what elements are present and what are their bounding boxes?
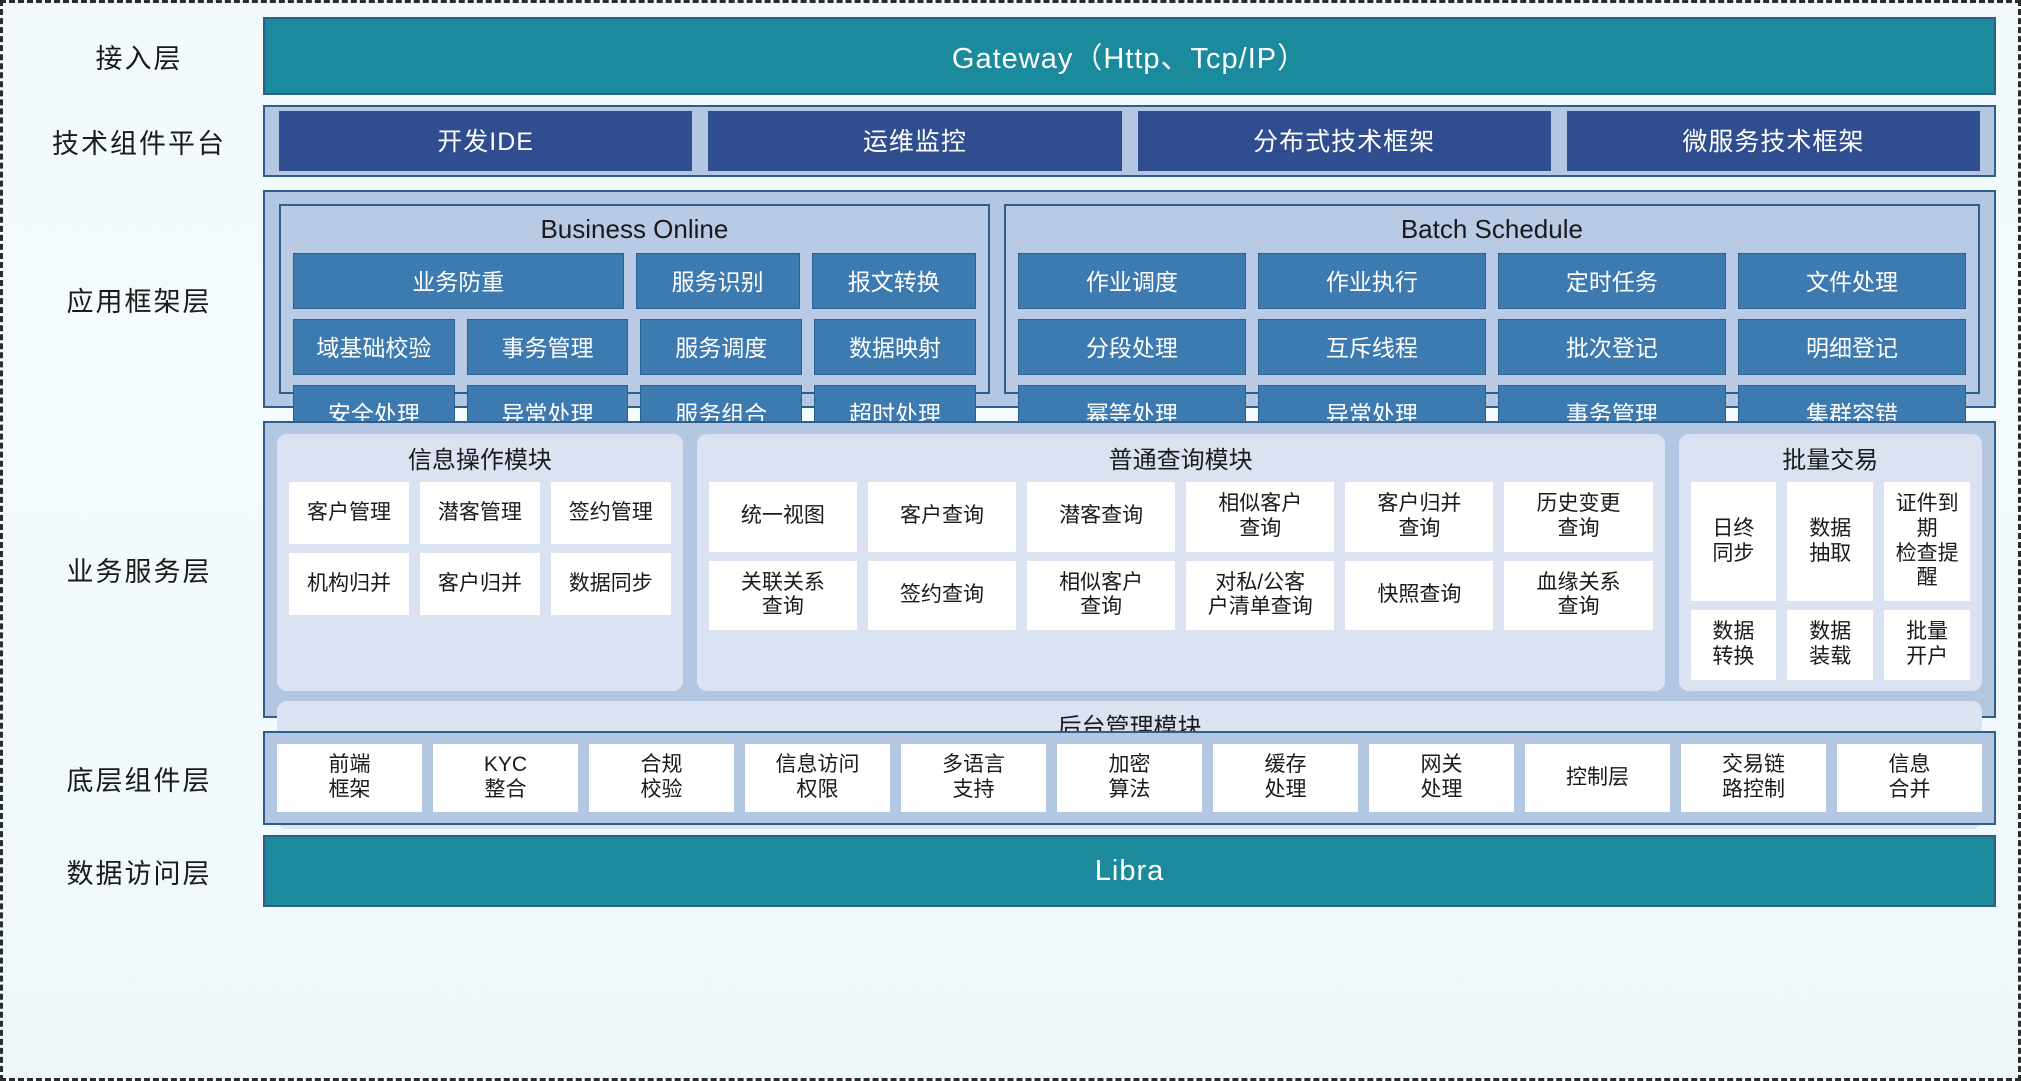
business-online-row-2: 域基础校验 事务管理 服务调度 数据映射 bbox=[293, 319, 976, 375]
cell-contract-query[interactable]: 签约查询 bbox=[867, 560, 1017, 631]
cell-control-layer[interactable]: 控制层 bbox=[1525, 744, 1670, 812]
app-framework-panel: Business Online 业务防重 服务识别 报文转换 域基础校验 事务管… bbox=[263, 190, 1996, 441]
info-row-1: 客户管理 潜客管理 签约管理 bbox=[289, 482, 671, 544]
chip-job-schedule[interactable]: 作业调度 bbox=[1017, 253, 1246, 309]
cell-batch-open-acct[interactable]: 批量 开户 bbox=[1884, 610, 1970, 680]
batch-schedule-row-2: 分段处理 互斥线程 批次登记 明细登记 bbox=[1017, 319, 1966, 375]
cell-frontend-framework[interactable]: 前端 框架 bbox=[277, 744, 422, 812]
cell-customer-query[interactable]: 客户查询 bbox=[867, 482, 1017, 552]
cell-compliance-check[interactable]: 合规 校验 bbox=[589, 744, 734, 812]
cell-data-transform[interactable]: 数据 转换 bbox=[1690, 610, 1777, 680]
cell-data-load[interactable]: 数据 装载 bbox=[1787, 610, 1874, 680]
layer-access: 接入层 Gateway（Http、Tcp/IP） bbox=[15, 17, 1996, 95]
query-row-2: 关联关系 查询 签约查询 相似客户 查询 对私/公客 户清单查询 快照查询 血缘… bbox=[708, 560, 1653, 631]
module-info-operation: 信息操作模块 客户管理 潜客管理 签约管理 机构归并 客户归并 数据同步 bbox=[277, 434, 683, 691]
layer-app-framework: 应用框架层 Business Online 业务防重 服务识别 报文转换 域基础… bbox=[15, 190, 1996, 441]
chip-detail-register[interactable]: 明细登记 bbox=[1737, 319, 1966, 375]
cell-contract-mgmt[interactable]: 签约管理 bbox=[550, 482, 671, 544]
cell-customer-mgmt[interactable]: 客户管理 bbox=[289, 482, 409, 544]
cell-similar-customer-query[interactable]: 相似客户 查询 bbox=[1186, 482, 1335, 552]
business-service-panel: 信息操作模块 客户管理 潜客管理 签约管理 机构归并 客户归并 数据同步 bbox=[263, 421, 1996, 830]
layer-label-access: 接入层 bbox=[95, 43, 183, 75]
cell-similar-customer-query-2[interactable]: 相似客户 查询 bbox=[1027, 560, 1176, 631]
module-title-info-operation: 信息操作模块 bbox=[407, 447, 552, 474]
cell-info-merge[interactable]: 信息 合并 bbox=[1837, 744, 1982, 812]
cell-unified-view[interactable]: 统一视图 bbox=[708, 482, 857, 552]
business-online-row-1: 业务防重 服务识别 报文转换 bbox=[293, 253, 976, 309]
tech-chip-ops[interactable]: 运维监控 bbox=[708, 111, 1122, 171]
info-row-2: 机构归并 客户归并 数据同步 bbox=[289, 553, 671, 615]
chip-service-identify[interactable]: 服务识别 bbox=[635, 253, 800, 309]
gateway-bar: Gateway（Http、Tcp/IP） bbox=[263, 17, 1996, 95]
cell-cache-processing[interactable]: 缓存 处理 bbox=[1213, 744, 1358, 812]
chip-service-dispatch[interactable]: 服务调度 bbox=[640, 319, 803, 375]
cell-history-change-query[interactable]: 历史变更 查询 bbox=[1504, 482, 1653, 552]
tech-platform-panel: 开发IDE 运维监控 分布式技术框架 微服务技术框架 bbox=[263, 105, 1996, 177]
tech-chip-ide[interactable]: 开发IDE bbox=[279, 111, 693, 171]
cell-customer-merge-query[interactable]: 客户归并 查询 bbox=[1345, 482, 1494, 552]
cell-prospect-mgmt[interactable]: 潜客管理 bbox=[419, 482, 540, 544]
chip-segment-process[interactable]: 分段处理 bbox=[1017, 319, 1246, 375]
chip-domain-validate[interactable]: 域基础校验 bbox=[293, 319, 455, 375]
cell-multilanguage-support[interactable]: 多语言 支持 bbox=[901, 744, 1046, 812]
layer-label-data: 数据访问层 bbox=[66, 858, 212, 890]
batch-tx-row-2: 数据 转换 数据 装载 批量 开户 bbox=[1690, 610, 1970, 680]
business-modules-row: 信息操作模块 客户管理 潜客管理 签约管理 机构归并 客户归并 数据同步 bbox=[277, 434, 1982, 691]
layer-tech-platform: 技术组件平台 开发IDE 运维监控 分布式技术框架 微服务技术框架 bbox=[15, 105, 1996, 177]
query-row-1: 统一视图 客户查询 潜客查询 相似客户 查询 客户归并 查询 历史变更 查询 bbox=[708, 482, 1653, 552]
cell-encryption-algorithm[interactable]: 加密 算法 bbox=[1057, 744, 1202, 812]
chip-business-dedupe[interactable]: 业务防重 bbox=[293, 253, 624, 309]
batch-tx-row-1: 日终 同步 数据 抽取 证件到期 检查提醒 bbox=[1690, 482, 1970, 602]
chip-batch-register[interactable]: 批次登记 bbox=[1497, 319, 1726, 375]
chip-timed-task[interactable]: 定时任务 bbox=[1497, 253, 1726, 309]
cell-customer-merge[interactable]: 客户归并 bbox=[419, 553, 540, 615]
tech-chip-dist[interactable]: 分布式技术框架 bbox=[1137, 111, 1551, 171]
group-business-online: Business Online 业务防重 服务识别 报文转换 域基础校验 事务管… bbox=[279, 204, 990, 441]
cell-transaction-chain-control[interactable]: 交易链 路控制 bbox=[1681, 744, 1826, 812]
module-common-query: 普通查询模块 统一视图 客户查询 潜客查询 相似客户 查询 客户归并 查询 历史… bbox=[696, 434, 1665, 691]
cell-prospect-query[interactable]: 潜客查询 bbox=[1027, 482, 1176, 552]
libra-bar: Libra bbox=[263, 835, 1996, 907]
chip-transaction-mgmt[interactable]: 事务管理 bbox=[466, 319, 629, 375]
cell-eod-sync[interactable]: 日终 同步 bbox=[1690, 482, 1777, 602]
layer-data-access: 数据访问层 Libra bbox=[15, 835, 1996, 907]
cell-personal-corporate-list-query[interactable]: 对私/公客 户清单查询 bbox=[1186, 560, 1335, 631]
module-batch-transaction: 批量交易 日终 同步 数据 抽取 证件到期 检查提醒 数据 转换 数据 装载 批… bbox=[1678, 434, 1982, 691]
group-title-batch-schedule: Batch Schedule bbox=[1400, 214, 1583, 244]
batch-schedule-row-1: 作业调度 作业执行 定时任务 文件处理 bbox=[1017, 253, 1966, 309]
group-title-business-online: Business Online bbox=[540, 214, 729, 244]
module-title-common-query: 普通查询模块 bbox=[1108, 447, 1253, 474]
cell-gateway-processing[interactable]: 网关 处理 bbox=[1369, 744, 1514, 812]
cell-id-expiry-alert[interactable]: 证件到期 检查提醒 bbox=[1884, 482, 1970, 602]
layer-label-base: 底层组件层 bbox=[66, 765, 212, 797]
layer-label-app: 应用框架层 bbox=[66, 286, 212, 318]
layer-business-service: 业务服务层 信息操作模块 客户管理 潜客管理 签约管理 bbox=[15, 421, 1996, 830]
cell-relation-query[interactable]: 关联关系 查询 bbox=[708, 560, 857, 631]
layer-base-component: 底层组件层 前端 框架 KYC 整合 合规 校验 信息访问 权限 多语言 支持 … bbox=[15, 731, 1996, 825]
cell-org-merge[interactable]: 机构归并 bbox=[289, 553, 409, 615]
chip-mutex-thread[interactable]: 互斥线程 bbox=[1257, 319, 1486, 375]
layer-label-tech: 技术组件平台 bbox=[52, 128, 226, 160]
chip-message-convert[interactable]: 报文转换 bbox=[811, 253, 976, 309]
chip-file-process[interactable]: 文件处理 bbox=[1737, 253, 1966, 309]
base-component-panel: 前端 框架 KYC 整合 合规 校验 信息访问 权限 多语言 支持 加密 算法 … bbox=[263, 731, 1996, 825]
module-title-batch-transaction: 批量交易 bbox=[1782, 447, 1879, 474]
cell-kyc-integration[interactable]: KYC 整合 bbox=[433, 744, 578, 812]
cell-snapshot-query[interactable]: 快照查询 bbox=[1345, 560, 1494, 631]
group-batch-schedule: Batch Schedule 作业调度 作业执行 定时任务 文件处理 分段处理 … bbox=[1003, 204, 1980, 441]
cell-data-extract[interactable]: 数据 抽取 bbox=[1787, 482, 1874, 602]
layer-label-business: 业务服务层 bbox=[66, 557, 212, 588]
chip-job-execute[interactable]: 作业执行 bbox=[1257, 253, 1486, 309]
cell-data-sync[interactable]: 数据同步 bbox=[550, 553, 671, 615]
tech-chip-microsvc[interactable]: 微服务技术框架 bbox=[1566, 111, 1980, 171]
chip-data-mapping[interactable]: 数据映射 bbox=[814, 319, 976, 375]
cell-lineage-relation-query[interactable]: 血缘关系 查询 bbox=[1504, 560, 1653, 631]
cell-info-access-permission[interactable]: 信息访问 权限 bbox=[745, 744, 890, 812]
